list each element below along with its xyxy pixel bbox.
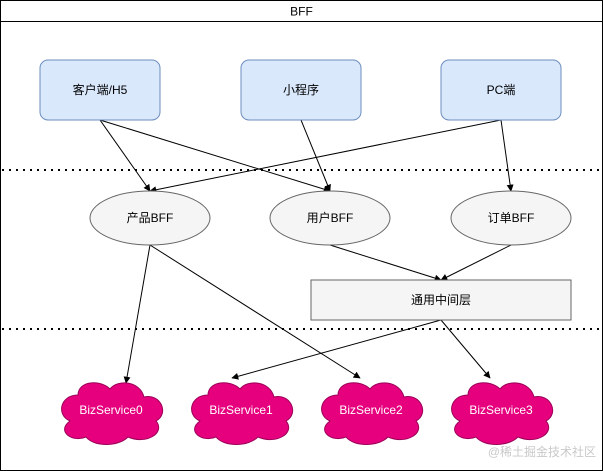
bff-node-order[interactable]: 订单BFF (450, 190, 572, 246)
client-node-miniprogram[interactable]: 小程序 (240, 59, 362, 121)
edge-b3-to-mid (440, 244, 512, 281)
services: BizService0 BizService1 BizService2 BizServ… (61, 382, 554, 445)
service-label: BizService0 (79, 403, 143, 417)
frame-title: BFF (290, 5, 313, 19)
client-node-h5[interactable]: 客户端/H5 (39, 59, 161, 121)
middle-layer-label: 通用中间层 (411, 292, 471, 307)
cloud-shape (61, 382, 164, 445)
bff-node-user[interactable]: 用户BFF (269, 190, 391, 246)
watermark: @稀土掘金技术社区 (488, 444, 596, 459)
edges (99, 119, 514, 384)
bff-label: 用户BFF (307, 210, 354, 225)
edge-c3-to-b3 (500, 119, 514, 192)
service-cloud-s0[interactable]: BizService0 (61, 382, 164, 445)
bff-label: 产品BFF (127, 211, 174, 225)
edge-mid-to-s1 (231, 319, 442, 380)
edge-c3-to-b1 (149, 119, 502, 194)
cloud-shape (191, 382, 294, 445)
edge-c1-to-b1 (99, 119, 151, 192)
bff-label: 订单BFF (488, 211, 535, 225)
client-node-pc[interactable]: PC端 (440, 59, 562, 121)
service-label: BizService1 (209, 403, 273, 417)
common-middle-layer[interactable]: 通用中间层 (310, 279, 572, 321)
edge-b2-to-mid (329, 244, 442, 282)
service-cloud-s2[interactable]: BizService2 (321, 382, 424, 445)
client-label: 客户端/H5 (73, 82, 128, 97)
service-cloud-s3[interactable]: BizService3 (451, 382, 554, 445)
edge-c2-to-b2 (300, 119, 331, 192)
service-cloud-s1[interactable]: BizService1 (191, 382, 294, 445)
service-label: BizService3 (469, 403, 533, 417)
client-label: 小程序 (283, 82, 319, 97)
edge-b1-to-s2 (149, 244, 361, 379)
edge-c1-to-b2 (99, 119, 331, 193)
edge-mid-to-s3 (440, 319, 491, 379)
service-label: BizService2 (339, 403, 403, 417)
bff-node-product[interactable]: 产品BFF (89, 190, 211, 246)
cloud-shape (451, 382, 554, 445)
cloud-shape (321, 382, 424, 445)
client-label: PC端 (487, 83, 516, 97)
edge-b1-to-s0 (123, 244, 151, 384)
